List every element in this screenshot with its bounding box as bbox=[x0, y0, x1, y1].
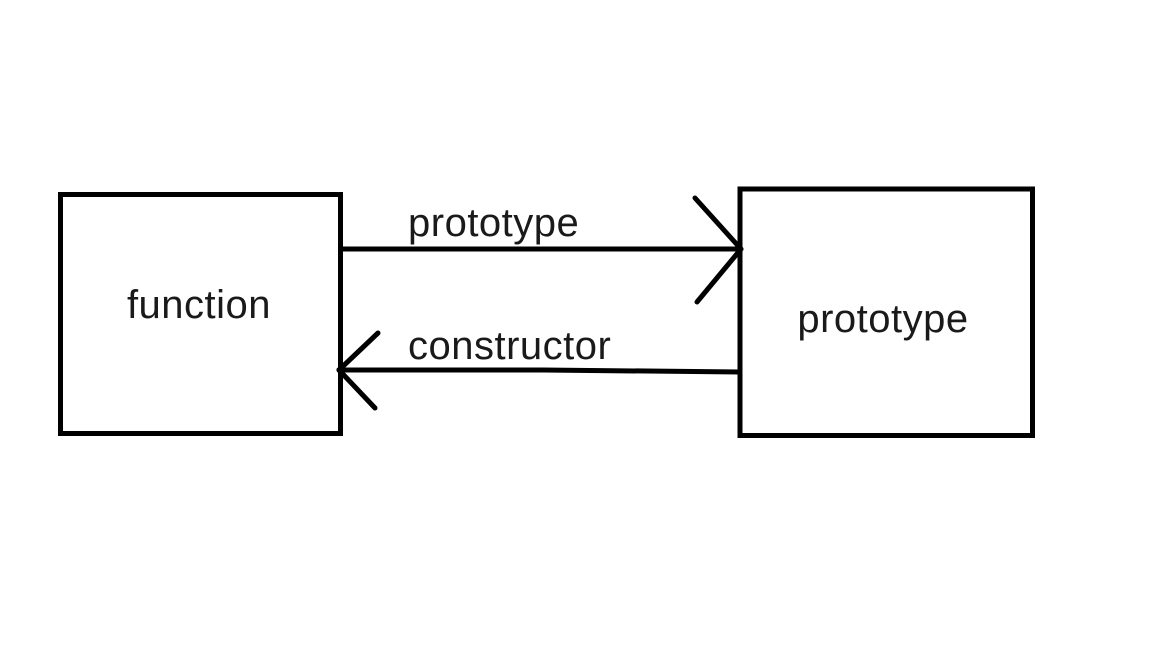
prototype-arrowhead-upper-stroke bbox=[692, 195, 744, 252]
prototype-arrowhead-lower-stroke bbox=[694, 246, 744, 305]
function-box-label: function bbox=[127, 283, 271, 327]
function-box bbox=[58, 192, 343, 436]
constructor-arrow-shaft bbox=[336, 367, 743, 375]
prototype-arrow-label: prototype bbox=[408, 201, 579, 245]
constructor-arrowhead-upper-stroke bbox=[336, 330, 381, 373]
prototype-arrow bbox=[340, 195, 744, 305]
constructor-arrow bbox=[336, 330, 743, 411]
prototype-box-label: prototype bbox=[797, 297, 968, 341]
prototype-box bbox=[737, 186, 1035, 438]
constructor-arrowhead-lower-stroke bbox=[336, 367, 378, 411]
constructor-arrow-label: constructor bbox=[408, 324, 611, 368]
